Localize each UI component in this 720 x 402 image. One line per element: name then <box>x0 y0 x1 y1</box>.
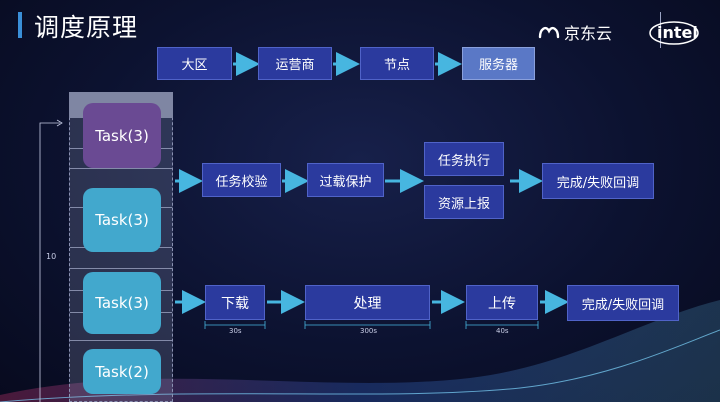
flow-box-execute: 任务执行 <box>424 142 504 176</box>
flow-box-region: 大区 <box>157 47 232 80</box>
flow-box-process: 处理 <box>305 285 430 320</box>
intel-ring-icon <box>649 21 699 45</box>
queue-divider <box>70 340 172 341</box>
duration-process: 300s <box>360 327 378 335</box>
flow-box-node: 节点 <box>360 47 434 80</box>
task-card[interactable]: Task(3) <box>83 188 161 252</box>
flow-box-server: 服务器 <box>462 47 535 80</box>
intel-logo: intel <box>648 20 700 46</box>
flow-box-callback: 完成/失败回调 <box>542 163 654 199</box>
duration-brackets <box>204 321 539 329</box>
flow-box-validate: 任务校验 <box>202 163 281 197</box>
queue-divider <box>70 268 172 269</box>
task-card[interactable]: Task(3) <box>83 272 161 334</box>
flow-box-callback-2: 完成/失败回调 <box>567 285 679 321</box>
page-title: 调度原理 <box>34 13 139 42</box>
task-card[interactable]: Task(3) <box>83 103 161 168</box>
flow-box-overload: 过载保护 <box>307 163 384 197</box>
duration-download: 30s <box>229 327 242 335</box>
queue-loop-line <box>39 122 60 402</box>
duration-upload: 40s <box>496 327 509 335</box>
jd-cloud-text: 京东云 <box>564 24 613 43</box>
intel-text: intel <box>657 23 698 42</box>
title-accent-bar <box>18 12 22 38</box>
logo-divider <box>660 12 661 48</box>
queue-divider <box>70 168 172 169</box>
flow-box-carrier: 运营商 <box>258 47 332 80</box>
jd-cloud-icon <box>538 26 560 39</box>
flow-box-report: 资源上报 <box>424 185 504 219</box>
flow-box-download: 下载 <box>205 285 265 320</box>
task-card[interactable]: Task(2) <box>83 349 161 394</box>
queue-size-label: 10 <box>46 252 57 261</box>
jd-cloud-logo: 京东云 <box>538 20 612 44</box>
flow-box-upload: 上传 <box>466 285 538 320</box>
